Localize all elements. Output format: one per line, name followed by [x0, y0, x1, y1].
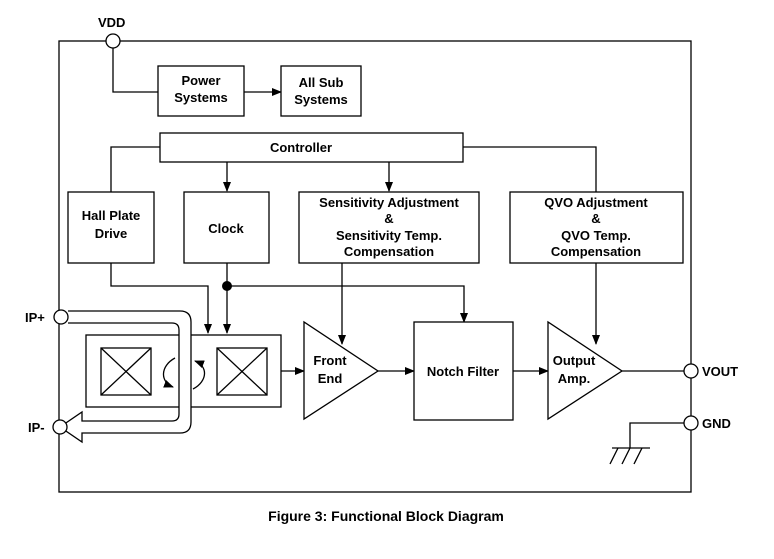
power-systems-label-1: Power — [181, 73, 220, 88]
front-end-label-1: Front — [313, 353, 347, 368]
ip-minus-label: IP- — [28, 420, 45, 435]
qvo-label-1: QVO Adjustment — [544, 195, 648, 210]
controller-to-qvo-wire — [463, 146, 597, 192]
gnd-label: GND — [702, 416, 731, 431]
qvo-label-4: Compensation — [551, 244, 641, 259]
clock-to-notch-wire — [227, 285, 468, 323]
figure-caption: Figure 3: Functional Block Diagram — [268, 508, 504, 524]
power-systems-label-2: Systems — [174, 90, 227, 105]
vdd-label: VDD — [98, 15, 125, 30]
all-sub-systems-block: All Sub Systems — [280, 65, 362, 117]
hall-plate-drive-block: Hall Plate Drive — [67, 191, 155, 264]
vout-pin: VOUT — [683, 363, 738, 379]
front-end-label-2: End — [318, 371, 343, 386]
qvo-label-3: QVO Temp. — [561, 228, 631, 243]
all-sub-systems-label-2: Systems — [294, 92, 347, 107]
power-systems-block: Power Systems — [157, 65, 245, 117]
clock-label: Clock — [208, 221, 244, 236]
clock-block: Clock — [183, 191, 270, 264]
notch-filter-block: Notch Filter — [413, 321, 514, 421]
ip-plus-pin: IP+ — [25, 309, 69, 325]
ip-plus-label: IP+ — [25, 310, 45, 325]
sensitivity-label-4: Compensation — [344, 244, 434, 259]
output-amplifier: Output Amp. — [547, 320, 624, 421]
notch-filter-label: Notch Filter — [427, 364, 499, 379]
qvo-label-2: & — [591, 211, 600, 226]
hall-plate-drive-label-1: Hall Plate — [82, 208, 141, 223]
output-amp-label-2: Amp. — [558, 371, 591, 386]
vout-label: VOUT — [702, 364, 738, 379]
sensitivity-label-2: & — [384, 211, 393, 226]
hall-plate-drive-label-2: Drive — [95, 226, 128, 241]
all-sub-systems-label-1: All Sub — [299, 75, 344, 90]
ground-symbol — [609, 422, 684, 465]
vdd-pin: VDD — [98, 15, 125, 49]
sensitivity-label-1: Sensitivity Adjustment — [319, 195, 459, 210]
hall-drive-to-plates-wire — [110, 263, 212, 334]
front-end-amplifier: Front End — [303, 320, 380, 421]
controller-block: Controller — [159, 132, 464, 163]
controller-to-hall-drive-wire — [110, 146, 160, 192]
controller-label: Controller — [270, 140, 332, 155]
gnd-pin: GND — [683, 415, 731, 431]
package-outline — [58, 40, 692, 493]
ip-minus-pin: IP- — [28, 419, 68, 435]
sensitivity-label-3: Sensitivity Temp. — [336, 228, 442, 243]
output-amp-label-1: Output — [553, 353, 596, 368]
qvo-adjustment-block: QVO Adjustment & QVO Temp. Compensation — [509, 191, 684, 264]
vdd-wire — [112, 48, 158, 93]
sensitivity-adjustment-block: Sensitivity Adjustment & Sensitivity Tem… — [298, 191, 480, 264]
